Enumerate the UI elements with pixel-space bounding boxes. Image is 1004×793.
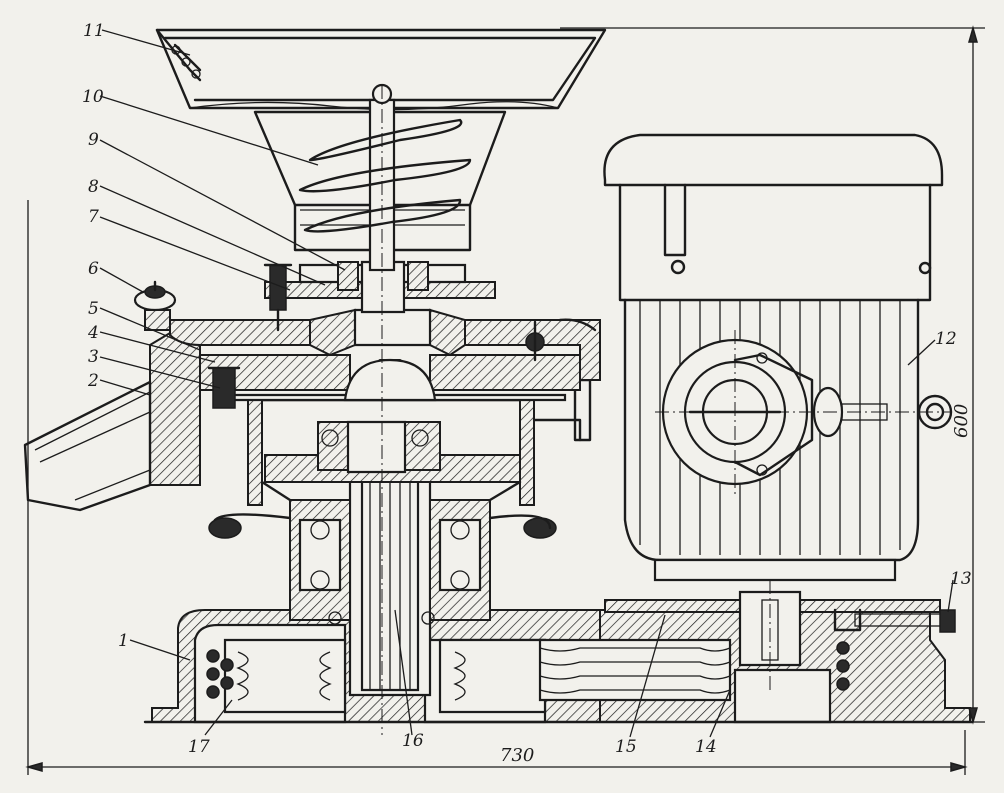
height-dimension: 600 [951, 404, 972, 438]
lower-pulley [206, 638, 347, 714]
mill-housing [247, 378, 592, 506]
electric-motor [603, 133, 953, 582]
label-9: 9 [88, 130, 99, 150]
label-1: 1 [118, 631, 129, 651]
width-dimension: 730 [500, 745, 534, 766]
grinding-chamber [149, 308, 601, 486]
label-16: 16 [402, 731, 424, 751]
label-8: 8 [88, 177, 99, 197]
label-10: 10 [82, 87, 104, 107]
label-15: 15 [615, 737, 637, 757]
label-13: 13 [950, 569, 972, 589]
leader-lines [99, 29, 954, 738]
label-6: 6 [88, 259, 99, 279]
label-11: 11 [83, 21, 105, 41]
label-3: 3 [88, 347, 99, 367]
belt-drive [438, 638, 850, 714]
label-17: 17 [188, 737, 210, 757]
dimension-730: 730 [25, 200, 968, 775]
label-7: 7 [88, 207, 99, 227]
label-2: 2 [87, 371, 99, 391]
label-14: 14 [695, 737, 717, 757]
discharge-chute [23, 380, 152, 512]
label-5: 5 [88, 299, 99, 319]
dimension-600: 600 [560, 25, 985, 725]
label-4: 4 [87, 323, 99, 343]
label-12: 12 [935, 329, 957, 349]
